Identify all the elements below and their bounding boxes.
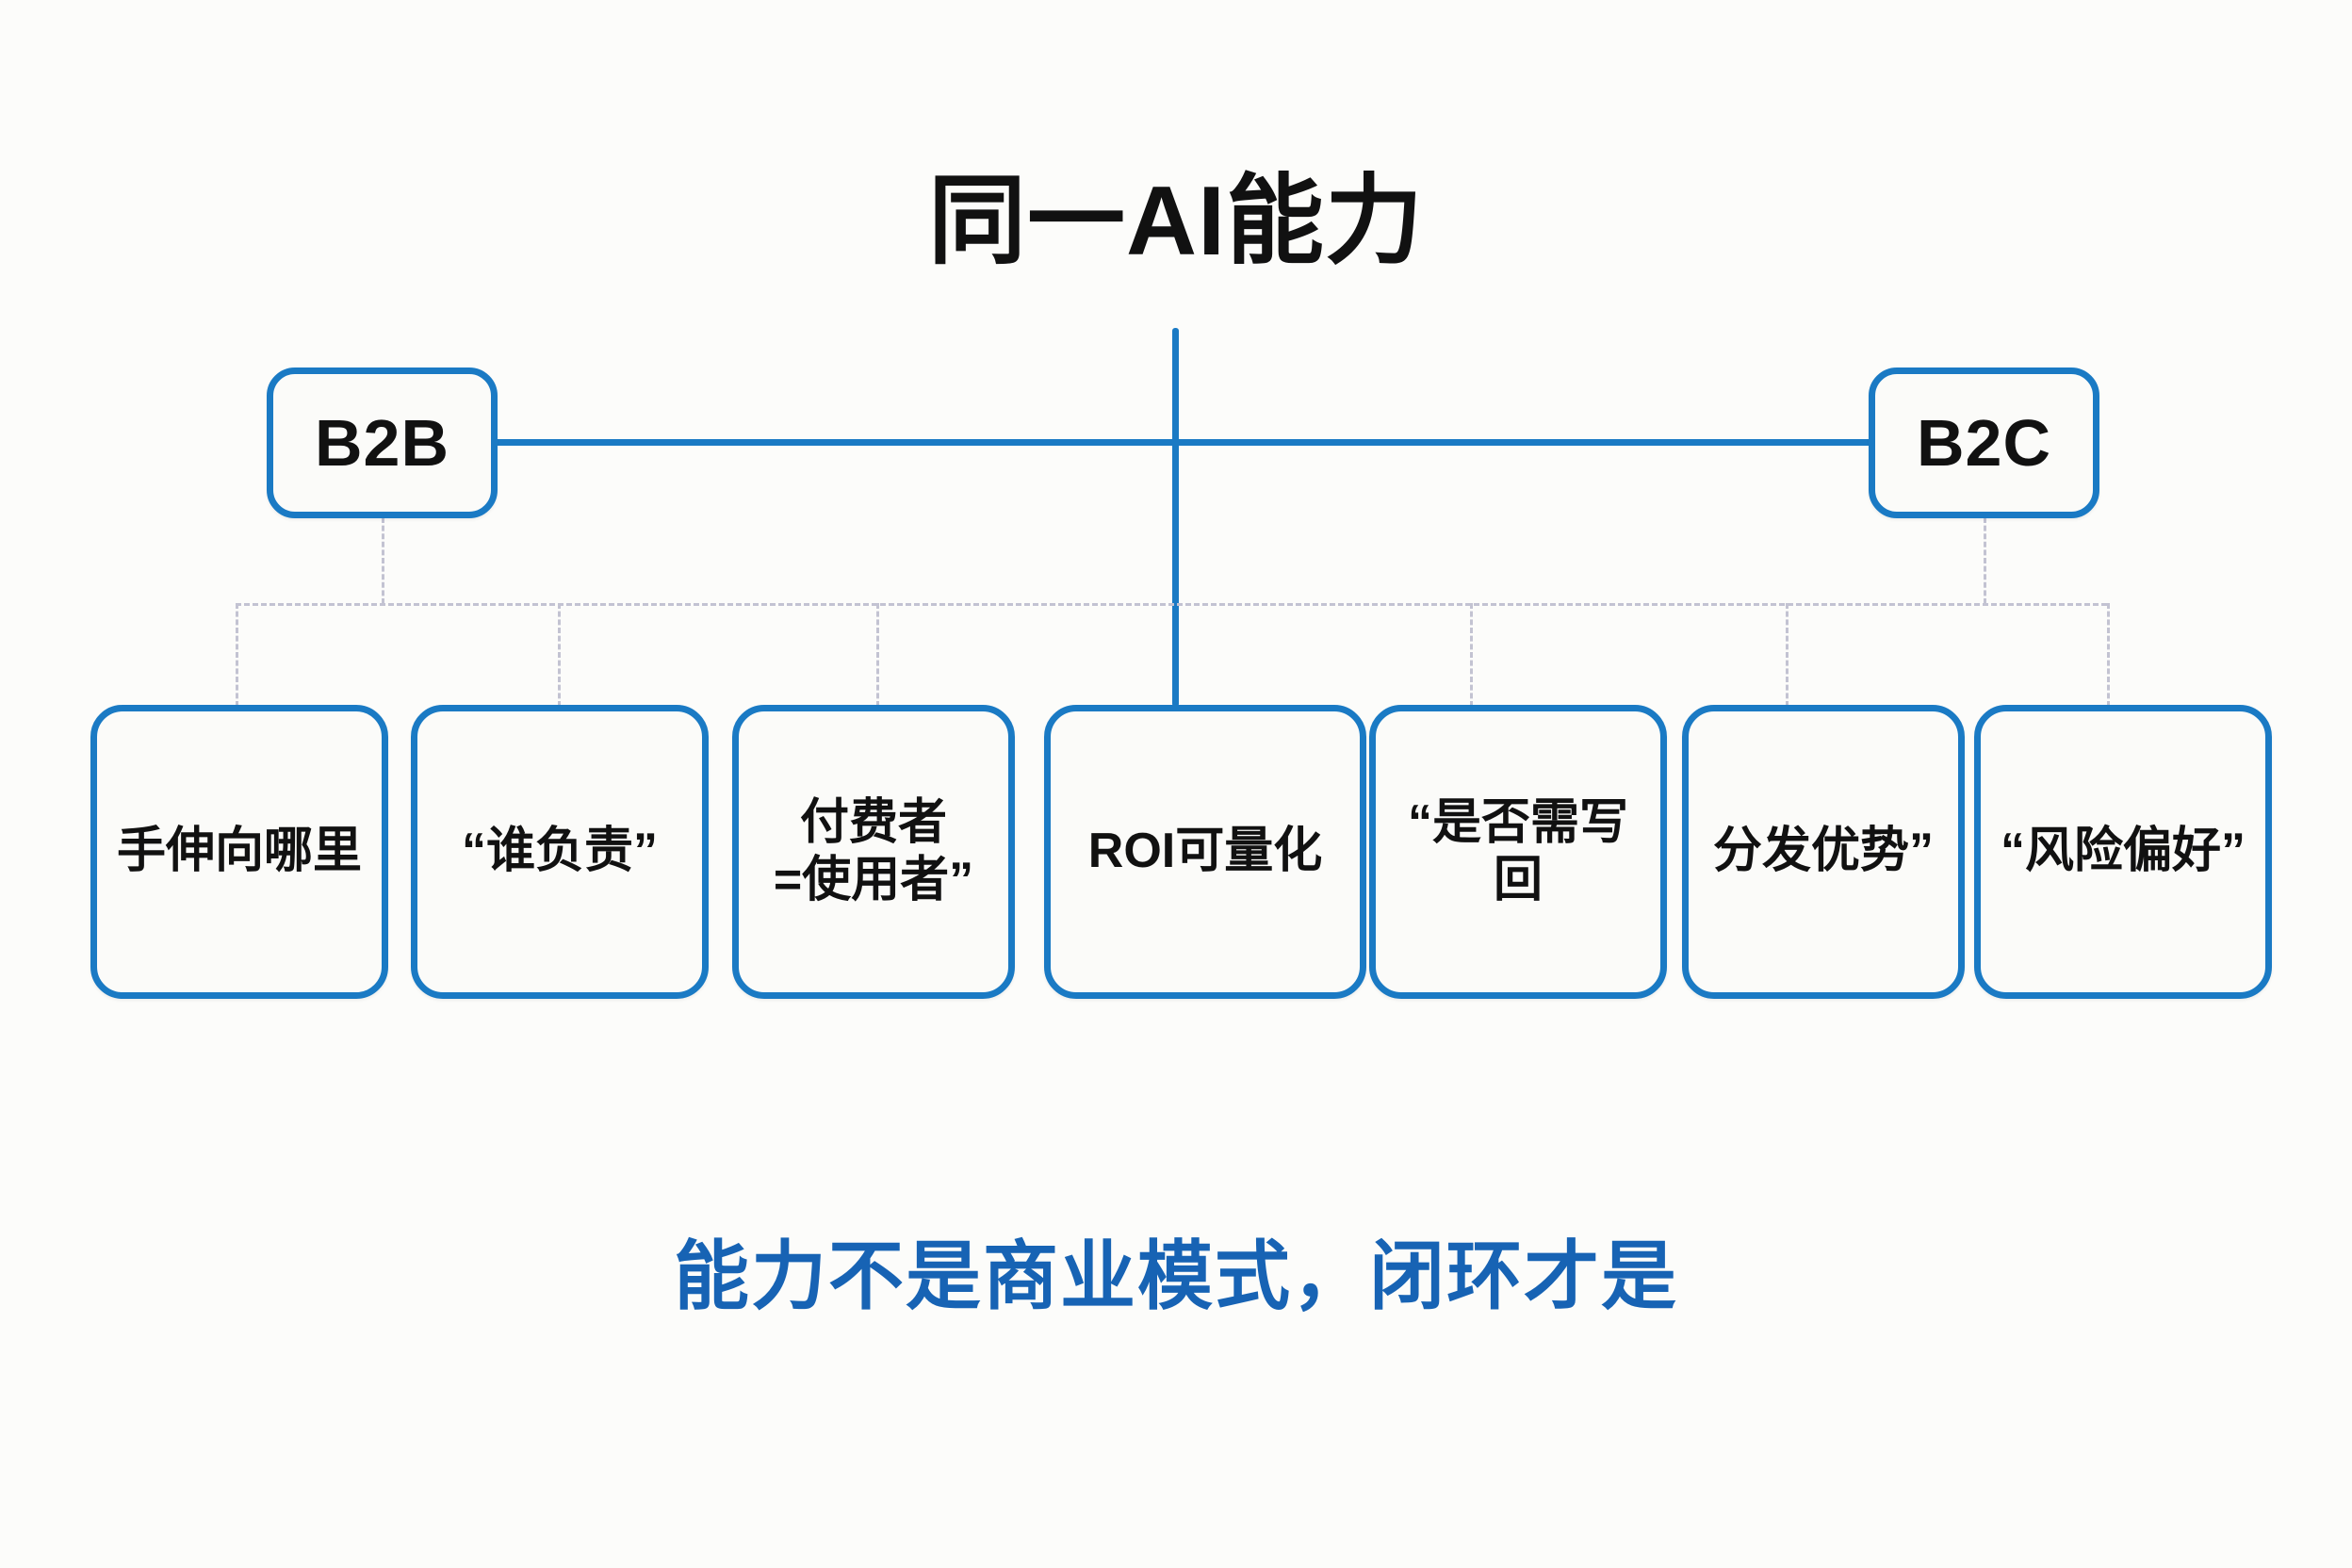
node-leaf-7[interactable]: “风险偏好” <box>1974 705 2272 999</box>
page-title: 同一AI能力 <box>927 167 1424 276</box>
b2b-b2c-connector <box>490 439 1875 446</box>
node-leaf-3-label: 付费者 =使用者” <box>773 794 974 907</box>
node-leaf-2[interactable]: “谁负责” <box>411 705 709 999</box>
node-leaf-5[interactable]: “是否需写 回 <box>1369 705 1667 999</box>
node-leaf-2-label: “谁负责” <box>461 824 658 879</box>
leaf-7-dashed-drop <box>2107 603 2110 707</box>
node-leaf-6-label: 分发优势” <box>1712 824 1934 879</box>
node-leaf-1-label: 手伸向哪里 <box>116 824 362 879</box>
b2c-dashed-drop <box>1984 517 1986 604</box>
leaf-3-dashed-drop <box>876 603 879 707</box>
node-leaf-7-label: “风险偏好” <box>2000 824 2246 879</box>
node-leaf-4-label: ROI可量化 <box>1087 824 1323 879</box>
node-b2c[interactable]: B2C <box>1869 368 2099 518</box>
b2b-dashed-drop <box>382 517 384 604</box>
node-b2c-label: B2C <box>1916 406 2052 480</box>
node-leaf-6[interactable]: 分发优势” <box>1682 705 1965 999</box>
center-spine-connector <box>1172 328 1179 707</box>
leaf-1-dashed-drop <box>236 603 238 707</box>
node-leaf-4[interactable]: ROI可量化 <box>1044 705 1366 999</box>
node-leaf-1[interactable]: 手伸向哪里 <box>90 705 388 999</box>
leaf-5-dashed-drop <box>1470 603 1473 707</box>
dashed-bus <box>236 603 2107 606</box>
caption-text: 能力不是商业模式，闭环才是 <box>674 1234 1678 1318</box>
node-leaf-3[interactable]: 付费者 =使用者” <box>732 705 1015 999</box>
node-b2b-label: B2B <box>314 406 450 480</box>
leaf-2-dashed-drop <box>558 603 561 707</box>
leaf-6-dashed-drop <box>1786 603 1788 707</box>
node-leaf-5-label: “是否需写 回 <box>1407 794 1628 907</box>
node-b2b[interactable]: B2B <box>267 368 498 518</box>
